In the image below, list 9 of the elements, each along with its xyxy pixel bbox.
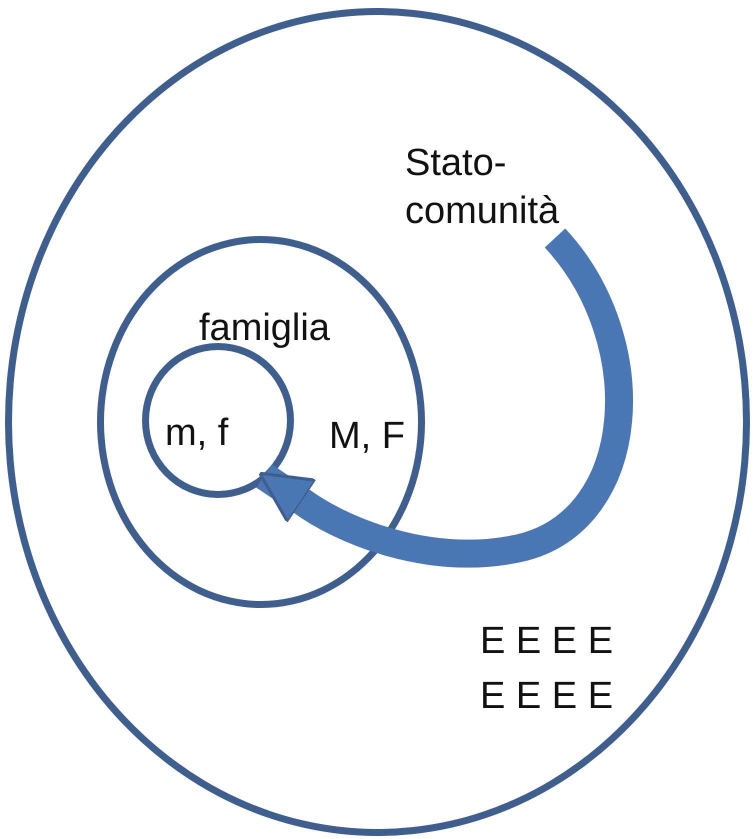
family-label: famiglia [199, 306, 330, 351]
state-label: Stato-comunità [405, 141, 560, 234]
letter-row-text: E E E E [480, 674, 614, 719]
outer-ellipse [5, 8, 750, 836]
letter-row-text: E E E E [480, 619, 614, 664]
middle-ellipse [97, 236, 425, 608]
curved-arrow [256, 229, 633, 568]
parents-label: M, F [329, 414, 405, 459]
children-label: m, f [165, 411, 228, 456]
